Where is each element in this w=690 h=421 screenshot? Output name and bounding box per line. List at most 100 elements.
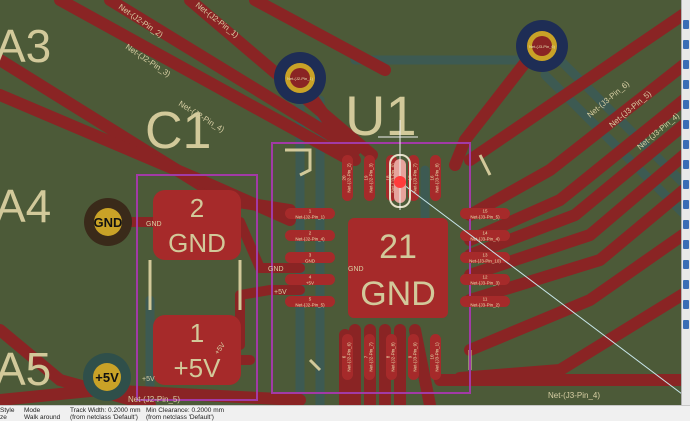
toolbar-button-2[interactable]: [683, 40, 689, 49]
c1-pad-1-number: 1: [190, 318, 204, 348]
status-size-label: ze: [0, 414, 7, 421]
c1-pad-1[interactable]: [153, 315, 241, 385]
toolbar-button-4[interactable]: [683, 80, 689, 89]
status-mode-label: Mode: [24, 407, 41, 414]
capacitor-c1: 2 GND 1 +5V: [153, 190, 241, 385]
u1-pin-pad: [342, 155, 353, 201]
u1-exposed-pad[interactable]: 21 GND: [348, 218, 448, 318]
u1-pin-number: 2: [309, 231, 312, 236]
toolbar-button-5[interactable]: [683, 100, 689, 109]
toolbar-button-10[interactable]: [683, 200, 689, 209]
u1-pin-left-3[interactable]: 4+5V: [285, 274, 335, 286]
u1-pin-pad: [342, 334, 353, 380]
u1-pin-number: 13: [482, 253, 488, 258]
net-label-gnd-2: GND: [268, 266, 284, 273]
u1-pin-number: 18: [386, 175, 391, 181]
toolbar-button-9[interactable]: [683, 180, 689, 189]
u1-pin-pad: [285, 230, 335, 241]
toolbar-button-6[interactable]: [683, 120, 689, 129]
toolbar-button-12[interactable]: [683, 240, 689, 249]
u1-pin-net: Net-(J3-Pin_5): [470, 215, 500, 220]
status-mode-value: Walk around: [24, 414, 61, 421]
u1-pin-number: 5: [309, 297, 312, 302]
toolbar-button-13[interactable]: [683, 260, 689, 269]
net-label-gnd-1: GND: [146, 221, 162, 228]
status-min-clearance: Min Clearance: 0.2000 mm (from netclass …: [146, 407, 224, 421]
u1-epad-number: 21: [379, 228, 417, 266]
toolbar-button-7[interactable]: [683, 140, 689, 149]
via-j2-label: Net-(J2-Pin_1): [287, 76, 314, 81]
net-label-5v-1: +5V: [142, 376, 155, 383]
via-j3-label: Net-(J3-Pin_6): [529, 44, 556, 49]
silk-u1: U1: [345, 84, 417, 147]
u1-pin-pad: [364, 155, 375, 201]
u1-pin-net: Net-(J3-Pin_7): [413, 163, 418, 193]
toolbar-button-8[interactable]: [683, 160, 689, 169]
u1-pin-number: 14: [482, 231, 488, 236]
u1-pin-pad: [285, 208, 335, 219]
toolbar-button-3[interactable]: [683, 60, 689, 69]
pcb-canvas[interactable]: A3 A4 A5 C1 U1 2 GND 1 +5V 21 GND 1Net-(…: [0, 0, 690, 405]
u1-pin-net: Net-(J3-Pin_6): [391, 163, 396, 193]
u1-pin-pad: [430, 155, 441, 201]
net-label-bottom: Net-(J3-Pin_4): [548, 391, 600, 400]
u1-pin-number: 12: [482, 275, 488, 280]
u1-pin-net: GND: [305, 259, 316, 264]
u1-pin-net: Net-(J2-Pin_2): [347, 163, 352, 193]
u1-pin-number: 4: [309, 275, 312, 280]
u1-pin-pad: [408, 334, 419, 380]
via-j2-hole: [290, 68, 310, 88]
u1-pin-number: 11: [483, 297, 488, 302]
c1-pad-2[interactable]: [153, 190, 241, 260]
u1-pin-number: 7: [364, 355, 369, 358]
via-gnd-label: GND: [94, 215, 123, 230]
u1-pin-net: Net-(J2-Pin_4): [295, 237, 325, 242]
silk-a5: A5: [0, 343, 51, 395]
c1-pad-1-net: +5V: [174, 353, 222, 383]
u1-pin-number: 10: [430, 354, 435, 360]
u1-pin-net: Net-(J2-Pin_5): [295, 303, 325, 308]
status-style-label: Style: [0, 407, 15, 414]
toolbar-button-15[interactable]: [683, 300, 689, 309]
status-min-clearance-source: (from netclass 'Default'): [146, 414, 214, 421]
u1-pin-number: 9: [408, 355, 413, 358]
u1-pin-number: 6: [342, 355, 347, 358]
u1-pin-net: Net-(J2-Pin_6): [347, 342, 352, 372]
courtyards: [136, 142, 471, 401]
vias: GND +5V Net-(J2-Pin_1) Net-(J3-Pin_6): [83, 20, 568, 401]
toolbar-button-16[interactable]: [683, 320, 689, 329]
toolbar-button-14[interactable]: [683, 280, 689, 289]
u1-pin-pad: [386, 334, 397, 380]
u1-epad[interactable]: [348, 218, 448, 318]
cursor-dot: [394, 176, 406, 188]
u1-pins: 1Net-(J2-Pin_1)2Net-(J2-Pin_4)3GND4+5V5N…: [285, 155, 510, 380]
via-5v-label: +5V: [95, 370, 119, 385]
c1-pad-2-number: 2: [190, 193, 204, 223]
net-label-gnd-3: GND: [348, 266, 364, 273]
u1-pin-net: Net-(J3-Pin_8): [435, 163, 440, 193]
u1-pin-pad: [430, 334, 441, 380]
via-j3-hole: [532, 36, 552, 56]
u1-pin-net: Net-(J3-Pin_9): [413, 342, 418, 372]
toolbar-button-11[interactable]: [683, 220, 689, 229]
u1-pin-net: Net-(J3-Pin_1): [435, 342, 440, 372]
toolbar-button-1[interactable]: [683, 20, 689, 29]
